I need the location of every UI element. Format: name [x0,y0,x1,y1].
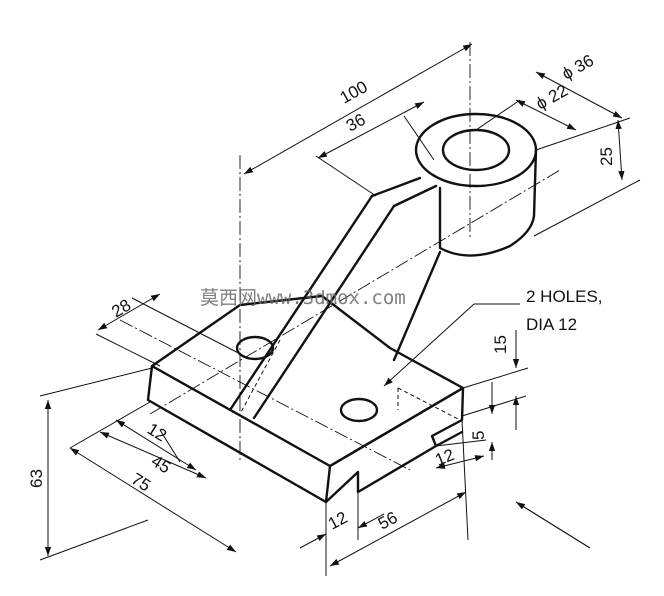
base-top-face [150,294,465,468]
dim-12-left: 12 [144,419,170,445]
dim-45: 45 [148,451,174,477]
dim-75: 75 [128,469,154,495]
hole-note-line2: DIA 12 [526,315,577,334]
hole-note-line1: 2 HOLES, [526,287,603,306]
dim-line-36 [317,101,425,159]
dim-line-75 [69,447,237,553]
hole-note: 2 HOLES, DIA 12 [526,287,603,334]
boss-side [438,148,538,257]
base-hole-right [339,397,379,423]
dim-line-28 [97,293,161,331]
dimension-lines [44,43,625,567]
dim-12-bottom: 12 [325,508,351,534]
boss-top-outer [414,112,538,188]
dim-12-right: 12 [432,445,457,470]
base-front-face [146,364,332,504]
rib-mid-edge [252,204,396,420]
dim-line-phi36 [535,71,623,119]
dim-phi36: ϕ 36 [559,51,597,84]
dim-63: 63 [27,469,46,488]
dim-36: 36 [343,110,369,136]
hidden-lines [239,339,461,421]
dim-line-12-right [435,455,485,469]
rib-front-edge [228,194,374,412]
dim-15: 15 [491,335,510,354]
dim-5: 5 [469,431,488,440]
view-direction-arrow [515,501,591,549]
base-hole-left [235,335,275,361]
dim-28: 28 [108,295,134,321]
site-watermark: 莫西网www.3dmox.com [200,287,406,309]
base-right-face [324,386,465,504]
dim-line-56 [329,491,467,567]
dim-line-12-bottom [299,533,327,549]
dim-phi22: ϕ 22 [533,81,571,114]
dim-line-phi22 [515,99,577,131]
hole-leader [383,303,475,387]
base-slot-edge [434,430,464,448]
dim-line-25 [615,119,625,181]
rib-back-edge [392,250,442,362]
rib-top-edge [370,176,438,208]
dim-100: 100 [337,77,371,107]
dim-25: 25 [597,147,616,166]
